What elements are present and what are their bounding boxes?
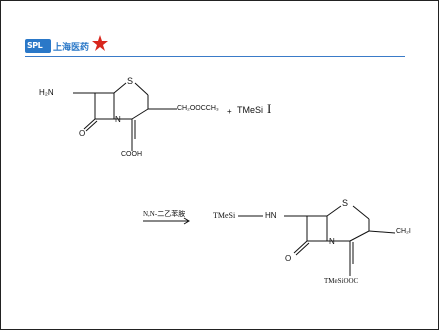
- logo-abbrev: SPL: [27, 41, 43, 50]
- amino-group-label: H₂N: [39, 88, 54, 97]
- hn-label: HN: [265, 211, 277, 220]
- iodomethyl-label: CH₂I: [396, 228, 411, 235]
- nitrogen-atom-label: N: [115, 115, 121, 124]
- iodide-label: I: [267, 101, 272, 116]
- sulfur-atom-label: S: [127, 76, 134, 86]
- star-emblem-icon: [92, 35, 108, 51]
- carboxyl-label: COOH: [121, 151, 142, 158]
- silyl-ester-label: TMeSiOOC: [324, 277, 359, 285]
- product-sulfur-label: S: [342, 198, 349, 208]
- product-nitrogen-label: N: [329, 237, 335, 246]
- brand-name: 上海医药: [53, 43, 90, 53]
- product-oxygen-label: O: [285, 254, 292, 263]
- reagent-label: TMeSi: [237, 105, 264, 115]
- header-rule: [25, 56, 405, 57]
- company-logo: SPL: [25, 39, 51, 53]
- reaction-condition: N,N-二乙苯胺: [143, 210, 186, 218]
- acetoxymethyl-label: CH₂OOCCH₃: [177, 105, 219, 112]
- plus-sign: +: [227, 107, 232, 116]
- silyl-amine-label: TMeSi: [213, 211, 236, 220]
- carbonyl-oxygen-label: O: [79, 129, 86, 138]
